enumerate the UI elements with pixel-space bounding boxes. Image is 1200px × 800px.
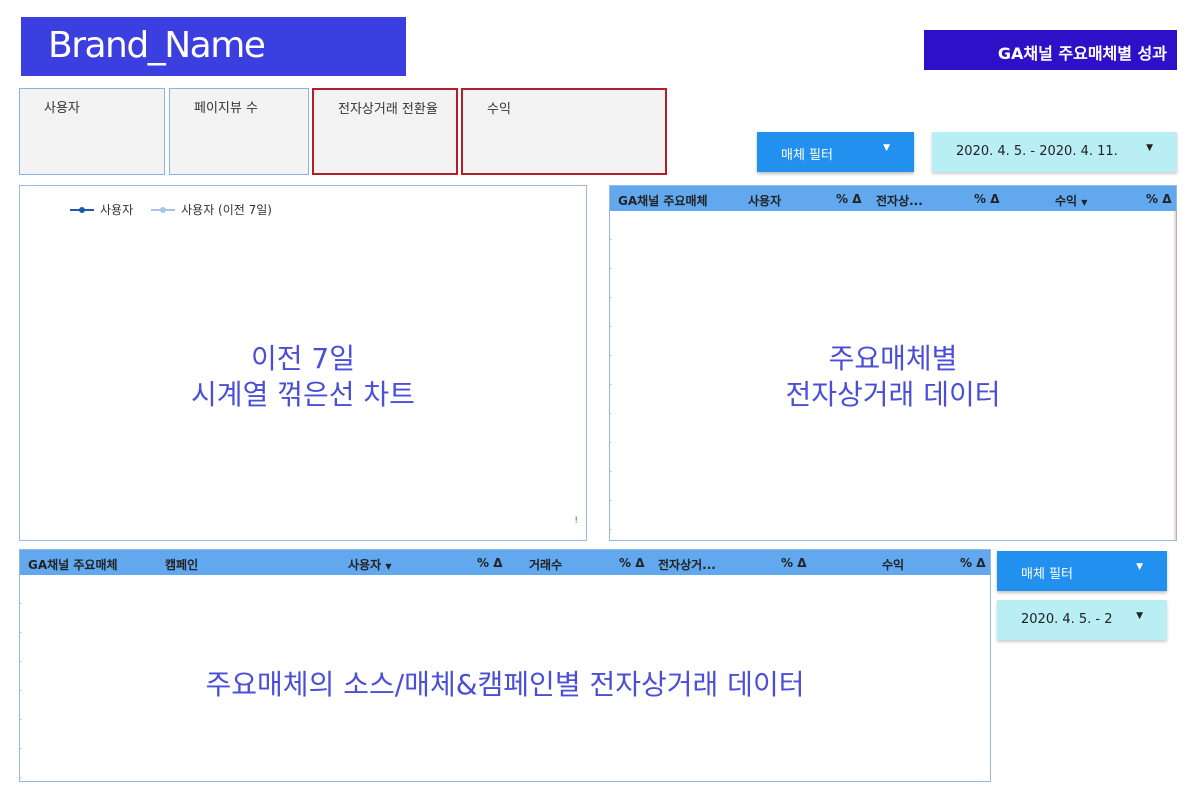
legend-item-users-prev[interactable]: 사용자 (이전 7일) — [151, 201, 272, 218]
media-filter-dropdown-bottom[interactable]: 매체 필터 ▼ — [997, 551, 1167, 591]
column-header-revenue-delta[interactable]: % Δ — [960, 556, 986, 570]
date-range-label: 2020. 4. 5. - 2020. 4. 11. — [956, 144, 1118, 159]
brand-name: Brand_Name — [21, 17, 406, 76]
date-range-picker-bottom[interactable]: 2020. 4. 5. - 2 ▼ — [997, 600, 1167, 640]
row-guide-tick — [610, 413, 612, 414]
column-header-revenue-label: 수익 — [1055, 194, 1078, 208]
kpi-card-pageviews[interactable]: 페이지뷰 수 — [169, 88, 309, 175]
column-header-users[interactable]: 사용자 ▼ — [348, 556, 391, 573]
column-header-revenue[interactable]: 수익 ▼ — [1055, 192, 1087, 209]
dropdown-caret-icon: ▼ — [883, 143, 890, 153]
kpi-label: 전자상거래 전환율 — [338, 102, 438, 117]
sort-desc-icon: ▼ — [1081, 198, 1088, 207]
column-header-users-label: 사용자 — [348, 558, 382, 572]
row-guide-tick — [20, 632, 22, 633]
column-header-revenue-delta[interactable]: % Δ — [1146, 192, 1172, 206]
chart-placeholder-line1: 이전 7일 — [251, 342, 355, 375]
column-header-campaign[interactable]: 캠페인 — [165, 558, 199, 572]
row-guide-tick — [610, 500, 612, 501]
row-guide-tick — [610, 529, 612, 530]
row-guide-tick — [610, 239, 612, 240]
column-header-media[interactable]: GA채널 주요매체 — [28, 558, 118, 572]
row-guide-tick — [610, 384, 612, 385]
column-header-transactions-delta[interactable]: % Δ — [619, 556, 645, 570]
legend-label: 사용자 — [100, 203, 134, 217]
timeseries-chart-panel[interactable]: 사용자 사용자 (이전 7일) 이전 7일 시계열 꺾은선 차트 ! — [19, 185, 587, 541]
column-header-transactions[interactable]: 거래수 — [529, 558, 563, 572]
row-guide-tick — [20, 661, 22, 662]
media-table-placeholder-line1: 주요매체별 — [828, 342, 958, 375]
legend-line-icon — [70, 206, 94, 213]
kpi-label: 수익 — [487, 102, 511, 117]
table-row-guides — [610, 211, 612, 540]
column-header-users-delta[interactable]: % Δ — [836, 192, 862, 206]
row-guide-tick — [20, 748, 22, 749]
chart-placeholder-line2: 시계열 꺾은선 차트 — [191, 378, 415, 411]
row-guide-tick — [20, 603, 22, 604]
row-guide-tick — [610, 471, 612, 472]
column-header-ecommerce[interactable]: 전자상... — [876, 194, 923, 208]
row-guide-tick — [610, 355, 612, 356]
row-guide-tick — [610, 326, 612, 327]
media-filter-label: 매체 필터 — [781, 148, 833, 163]
column-header-users[interactable]: 사용자 — [748, 194, 782, 208]
legend-item-users[interactable]: 사용자 — [70, 201, 133, 218]
table-row-guides — [20, 575, 22, 781]
kpi-card-revenue[interactable]: 수익 — [461, 88, 667, 175]
media-table-placeholder-line2: 전자상거래 데이터 — [785, 378, 1001, 411]
column-header-ecommerce[interactable]: 전자상거... — [658, 558, 716, 572]
dropdown-caret-icon: ▼ — [1146, 143, 1153, 153]
media-filter-label: 매체 필터 — [1021, 567, 1073, 582]
dropdown-caret-icon: ▼ — [1136, 562, 1143, 572]
campaign-table-header: GA채널 주요매체 캠페인 사용자 ▼ % Δ 거래수 % Δ 전자상거... … — [20, 550, 990, 575]
row-guide-tick — [610, 442, 612, 443]
kpi-label: 페이지뷰 수 — [194, 101, 258, 116]
kpi-card-ecommerce-conversion[interactable]: 전자상거래 전환율 — [312, 88, 458, 175]
chart-legend: 사용자 사용자 (이전 7일) — [70, 201, 272, 218]
campaign-table-placeholder: 주요매체의 소스/매체&캠페인별 전자상거래 데이터 — [205, 668, 805, 701]
sort-desc-icon: ▼ — [385, 562, 392, 571]
media-filter-dropdown[interactable]: 매체 필터 ▼ — [757, 132, 914, 172]
campaign-table-panel[interactable]: GA채널 주요매체 캠페인 사용자 ▼ % Δ 거래수 % Δ 전자상거... … — [19, 549, 991, 782]
column-header-ecommerce-delta[interactable]: % Δ — [974, 192, 1000, 206]
date-range-label: 2020. 4. 5. - 2 — [1021, 612, 1113, 627]
chart-corner-mark: ! — [574, 516, 578, 526]
table-scroll-edge — [1174, 211, 1176, 540]
media-table-header: GA채널 주요매체 사용자 % Δ 전자상... % Δ 수익 ▼ % Δ — [610, 186, 1176, 211]
row-guide-tick — [610, 297, 612, 298]
kpi-card-users[interactable]: 사용자 — [19, 88, 165, 175]
report-title: GA채널 주요매체별 성과 — [924, 30, 1177, 70]
legend-label: 사용자 (이전 7일) — [181, 203, 272, 217]
dropdown-caret-icon: ▼ — [1136, 611, 1143, 621]
row-guide-tick — [20, 719, 22, 720]
row-guide-tick — [610, 268, 612, 269]
legend-line-icon — [151, 206, 176, 213]
row-guide-tick — [20, 690, 22, 691]
column-header-ecommerce-delta[interactable]: % Δ — [781, 556, 807, 570]
date-range-picker[interactable]: 2020. 4. 5. - 2020. 4. 11. ▼ — [932, 132, 1177, 172]
kpi-label: 사용자 — [44, 101, 80, 116]
media-table-panel[interactable]: GA채널 주요매체 사용자 % Δ 전자상... % Δ 수익 ▼ % Δ 주요… — [609, 185, 1177, 541]
column-header-users-delta[interactable]: % Δ — [477, 556, 503, 570]
column-header-revenue[interactable]: 수익 — [882, 558, 905, 572]
row-guide-tick — [20, 777, 22, 778]
column-header-media[interactable]: GA채널 주요매체 — [618, 194, 708, 208]
